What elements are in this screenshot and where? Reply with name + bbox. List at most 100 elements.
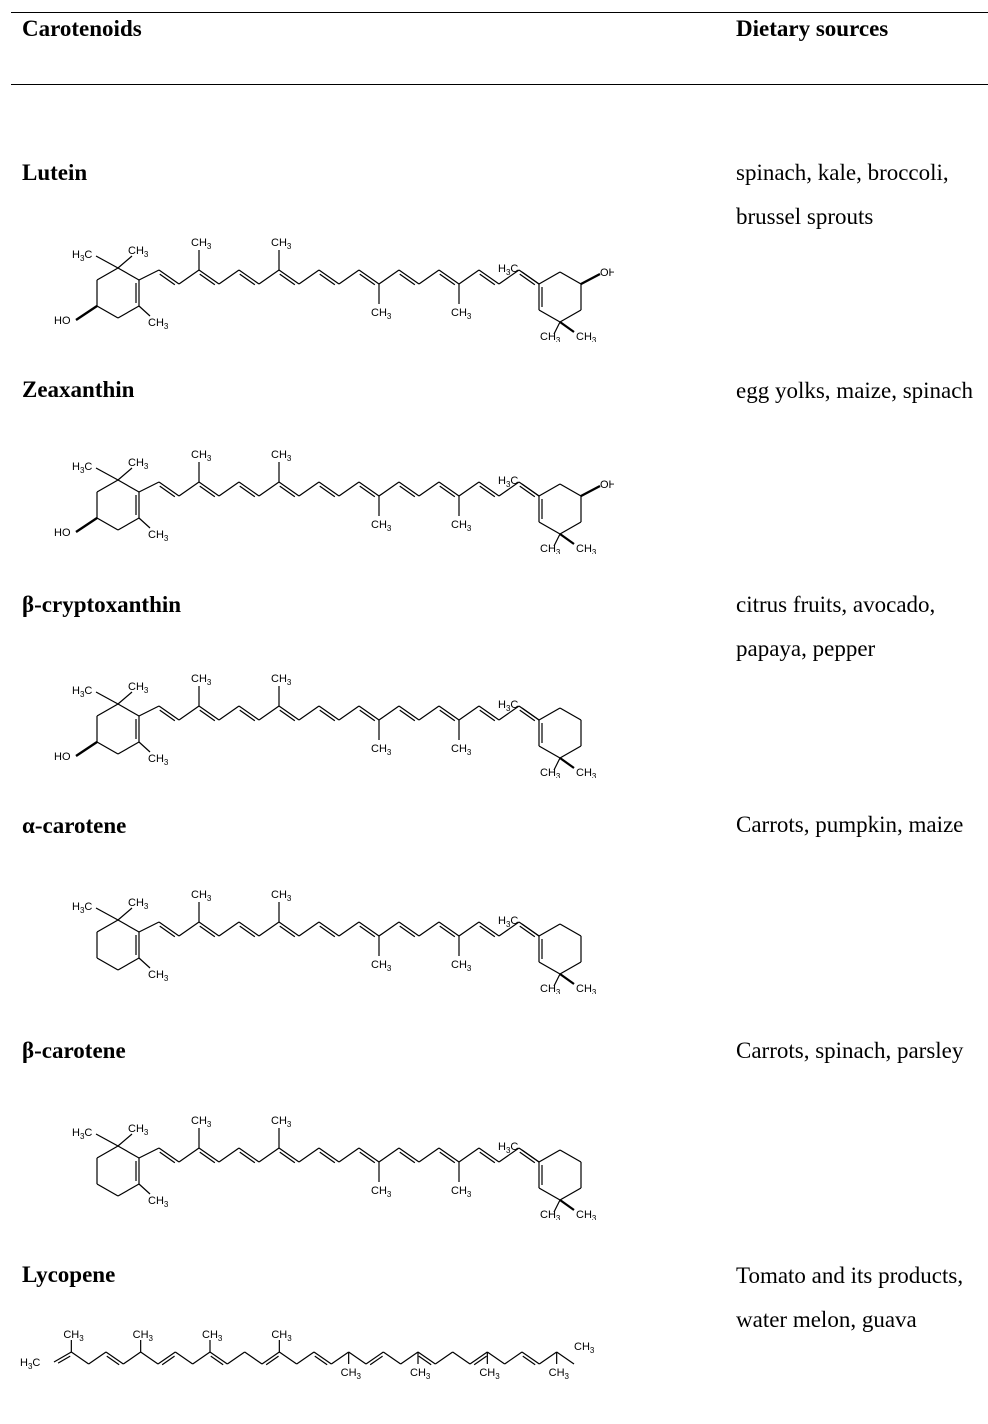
atom-label: CH3	[371, 959, 392, 973]
atom-label: H3C	[72, 461, 92, 475]
bond-line	[238, 269, 260, 285]
bond-line	[479, 709, 496, 722]
bond-line	[198, 269, 220, 285]
atom-label: CH3	[148, 317, 169, 331]
bond-line	[318, 1147, 340, 1163]
bond-line	[117, 517, 140, 531]
bond-line	[358, 481, 380, 497]
bond-line	[399, 925, 416, 938]
atom-label: CH3	[128, 457, 149, 471]
bond-line	[117, 1133, 133, 1147]
bond-line	[417, 1351, 436, 1365]
dietary-sources: citrus fruits, avocado, papaya, pepper	[736, 592, 936, 661]
atom-label: CH3	[540, 543, 561, 554]
bond-line	[378, 481, 400, 497]
bond-line	[439, 1151, 456, 1164]
bond-line	[75, 517, 98, 533]
bond-line	[559, 1187, 582, 1201]
bond-line	[117, 957, 140, 971]
bond-line	[75, 305, 98, 321]
bond-line	[418, 1355, 432, 1366]
bond-line	[96, 957, 119, 971]
bond-line	[358, 921, 380, 937]
atom-label: CH3	[191, 1115, 212, 1129]
bond-line	[538, 923, 561, 937]
bond-line	[359, 273, 376, 286]
bond-line	[319, 1151, 336, 1164]
dietary-sources: egg yolks, maize, spinach	[736, 378, 973, 403]
bond-line	[338, 1147, 360, 1163]
bond-line	[138, 269, 160, 281]
bond-line	[95, 467, 119, 481]
bond-line	[479, 1151, 496, 1164]
bond-line	[279, 485, 296, 498]
bond-line	[53, 1351, 72, 1363]
bond-line	[192, 1351, 211, 1365]
bond-line	[538, 745, 561, 759]
bond-line	[239, 485, 256, 498]
bond-line	[261, 1351, 280, 1365]
atom-label: CH3	[148, 529, 169, 543]
bond-line	[258, 269, 280, 285]
bond-line	[458, 481, 480, 497]
bond-line	[319, 485, 336, 498]
bond-line	[158, 481, 180, 497]
bond-line	[117, 255, 133, 269]
bond-line	[538, 1351, 558, 1365]
bond-line	[559, 973, 575, 985]
bond-line	[199, 485, 216, 498]
bond-line	[279, 925, 296, 938]
atom-label: CH3	[479, 1367, 500, 1381]
atom-label: CH3	[191, 673, 212, 687]
atom-label: CH3	[451, 743, 472, 757]
atom-label: CH3	[540, 983, 561, 994]
atom-label: CH3	[451, 1185, 472, 1199]
bond-line	[559, 271, 582, 285]
atom-label: CH3	[371, 519, 392, 533]
bond-line	[438, 1147, 460, 1163]
bond-line	[378, 705, 400, 721]
bond-line	[519, 273, 536, 286]
bond-line	[559, 521, 582, 535]
bond-line	[378, 921, 400, 937]
atom-label: H3C	[498, 915, 518, 929]
atom-label: CH3	[576, 543, 597, 554]
atom-label: CH3	[371, 307, 392, 321]
dietary-sources: Tomato and its products, water melon, gu…	[736, 1263, 964, 1332]
bond-line	[318, 705, 340, 721]
bond-line	[369, 1355, 383, 1366]
bond-line	[438, 705, 460, 721]
carotenoid-name: β-cryptoxanthin	[22, 592, 182, 617]
bond-line	[117, 267, 140, 281]
bond-line	[95, 255, 119, 269]
bond-line	[359, 485, 376, 498]
bond-line	[538, 483, 561, 497]
bond-line	[159, 273, 176, 286]
bond-line	[580, 484, 601, 498]
bond-line	[538, 1149, 561, 1163]
bond-line	[174, 1351, 194, 1365]
atom-label: CH3	[128, 681, 149, 695]
bond-line	[57, 1355, 71, 1364]
bond-line	[199, 1151, 216, 1164]
bond-line	[479, 925, 496, 938]
carotenoid-name: Zeaxanthin	[22, 377, 135, 402]
bond-line	[521, 271, 540, 285]
bond-line	[559, 745, 582, 759]
atom-label: H3C	[72, 1127, 92, 1141]
atom-label: CH3	[540, 1209, 561, 1220]
header-dietary-sources: Dietary sources	[736, 16, 889, 41]
carotenoid-name: β-carotene	[22, 1038, 126, 1063]
bond-line	[96, 305, 119, 319]
bond-line	[318, 481, 340, 497]
bond-line	[138, 1183, 151, 1195]
atom-label: CH3	[271, 449, 292, 463]
atom-label: CH3	[576, 983, 597, 994]
bond-line	[199, 925, 216, 938]
bond-line	[359, 1151, 376, 1164]
bond-line	[359, 709, 376, 722]
bond-line	[239, 273, 256, 286]
dietary-sources: Carrots, spinach, parsley	[736, 1038, 964, 1063]
bond-line	[458, 921, 480, 937]
